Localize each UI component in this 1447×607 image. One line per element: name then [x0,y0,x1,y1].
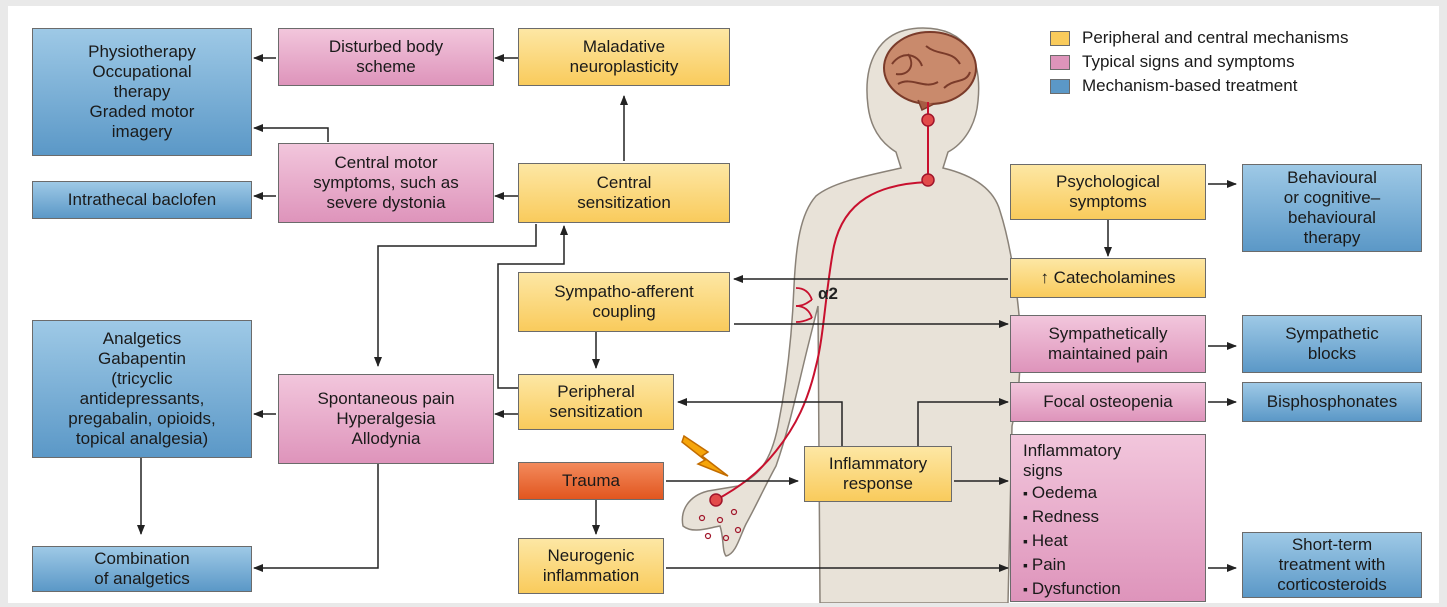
inflammatory-sign-item: Redness [1023,505,1121,529]
arrow-central-to-spontaneous-pain [378,224,536,366]
box-trauma: Trauma [518,462,664,500]
legend-swatch-treatment [1050,79,1070,94]
box-text-line: Combination [94,549,189,569]
inflammatory-sign-item: Dysfunction [1023,577,1121,601]
arrow-inflammatory-to-osteopenia [918,402,1008,446]
legend-item-signs: Typical signs and symptoms [1050,50,1348,74]
box-text-line: severe dystonia [326,193,445,213]
box-text-line: Maladative [583,37,665,57]
legend-label: Typical signs and symptoms [1082,52,1295,72]
box-text-line: Occupational [92,62,191,82]
box-text-line: Graded motor [90,102,195,122]
box-text-line: therapy [114,82,171,102]
box-text-line: Central [597,173,652,193]
box-combination-of-analgetics: Combinationof analgetics [32,546,252,592]
arrow-inflammatory-to-peripheral [678,402,842,446]
box-text-line: Gabapentin [98,349,186,369]
box-text-line: Sympathetic [1285,324,1379,344]
inflammatory-signs-heading-2: signs [1023,461,1063,481]
box-text-line: Sympatho-afferent [554,282,694,302]
inflammatory-sign-item: Oedema [1023,481,1121,505]
box-text-line: Allodynia [352,429,421,449]
box-text-line: Spontaneous pain [317,389,454,409]
box-text-line: Central motor [335,153,438,173]
box-inflammatory-signs: Inflammatory signs Oedema Redness Heat P… [1010,434,1206,602]
box-text-line: symptoms, such as [313,173,459,193]
box-intrathecal-baclofen: Intrathecal baclofen [32,181,252,219]
inflammatory-sign-item: Pain [1023,553,1121,577]
box-text-line: Sympathetically [1048,324,1167,344]
box-text-line: Peripheral [557,382,635,402]
box-text-line: topical analgesia) [76,429,208,449]
box-text-line: Inflammatory [829,454,927,474]
diagram-canvas: Peripheral and central mechanisms Typica… [8,6,1439,603]
box-text-line: pregabalin, opioids, [68,409,215,429]
box-text-line: Short-term [1292,535,1372,555]
arrow-spontaneous-to-combination [254,464,378,568]
box-text-line: Analgetics [103,329,181,349]
box-text-line: Behavioural [1287,168,1377,188]
inflammatory-sign-item: Heat [1023,529,1121,553]
arrow-motor-to-physiotherapy [254,128,328,142]
box-text-line: Psychological [1056,172,1160,192]
alpha2-label: α2 [818,284,838,304]
box-text-line: imagery [112,122,172,142]
box-text-line: antidepressants, [80,389,205,409]
box-text-line: response [843,474,913,494]
box-text-line: Trauma [562,471,620,491]
box-text-line: Hyperalgesia [336,409,435,429]
inflammatory-signs-list: Oedema Redness Heat Pain Dysfunction [1023,481,1121,601]
box-text-line: blocks [1308,344,1356,364]
box-focal-osteopenia: Focal osteopenia [1010,382,1206,422]
box-text-line: corticosteroids [1277,575,1387,595]
box-text-line: Physiotherapy [88,42,196,62]
box-text-line: symptoms [1069,192,1146,212]
legend-swatch-sign [1050,55,1070,70]
box-text-line: inflammation [543,566,639,586]
inflammatory-signs-heading-1: Inflammatory [1023,441,1121,461]
box-text-line: Bisphosphonates [1267,392,1397,412]
box-text-line: ↑ Catecholamines [1040,268,1175,288]
legend-swatch-mechanism [1050,31,1070,46]
legend-label: Mechanism-based treatment [1082,76,1297,96]
box-text-line: or cognitive– [1284,188,1380,208]
box-text-line: Intrathecal baclofen [68,190,216,210]
box-text-line: scheme [356,57,416,77]
box-text-line: behavioural [1288,208,1376,228]
box-text-line: treatment with [1279,555,1386,575]
box-disturbed-body-scheme: Disturbed bodyscheme [278,28,494,86]
legend-item-mechanisms: Peripheral and central mechanisms [1050,26,1348,50]
box-catecholamines: ↑ Catecholamines [1010,258,1206,298]
legend-item-treatment: Mechanism-based treatment [1050,74,1348,98]
box-text-line: (tricyclic [111,369,172,389]
box-text-line: Neurogenic [548,546,635,566]
box-text-line: sensitization [577,193,671,213]
box-text-line: Focal osteopenia [1043,392,1172,412]
box-text-line: of analgetics [94,569,189,589]
box-text-line: neuroplasticity [570,57,679,77]
box-text-line: coupling [592,302,655,322]
legend-label: Peripheral and central mechanisms [1082,28,1348,48]
box-text-line: maintained pain [1048,344,1168,364]
box-text-line: sensitization [549,402,643,422]
box-text-line: therapy [1304,228,1361,248]
box-bisphosphonates: Bisphosphonates [1242,382,1422,422]
box-text-line: Disturbed body [329,37,443,57]
legend: Peripheral and central mechanisms Typica… [1050,26,1348,98]
